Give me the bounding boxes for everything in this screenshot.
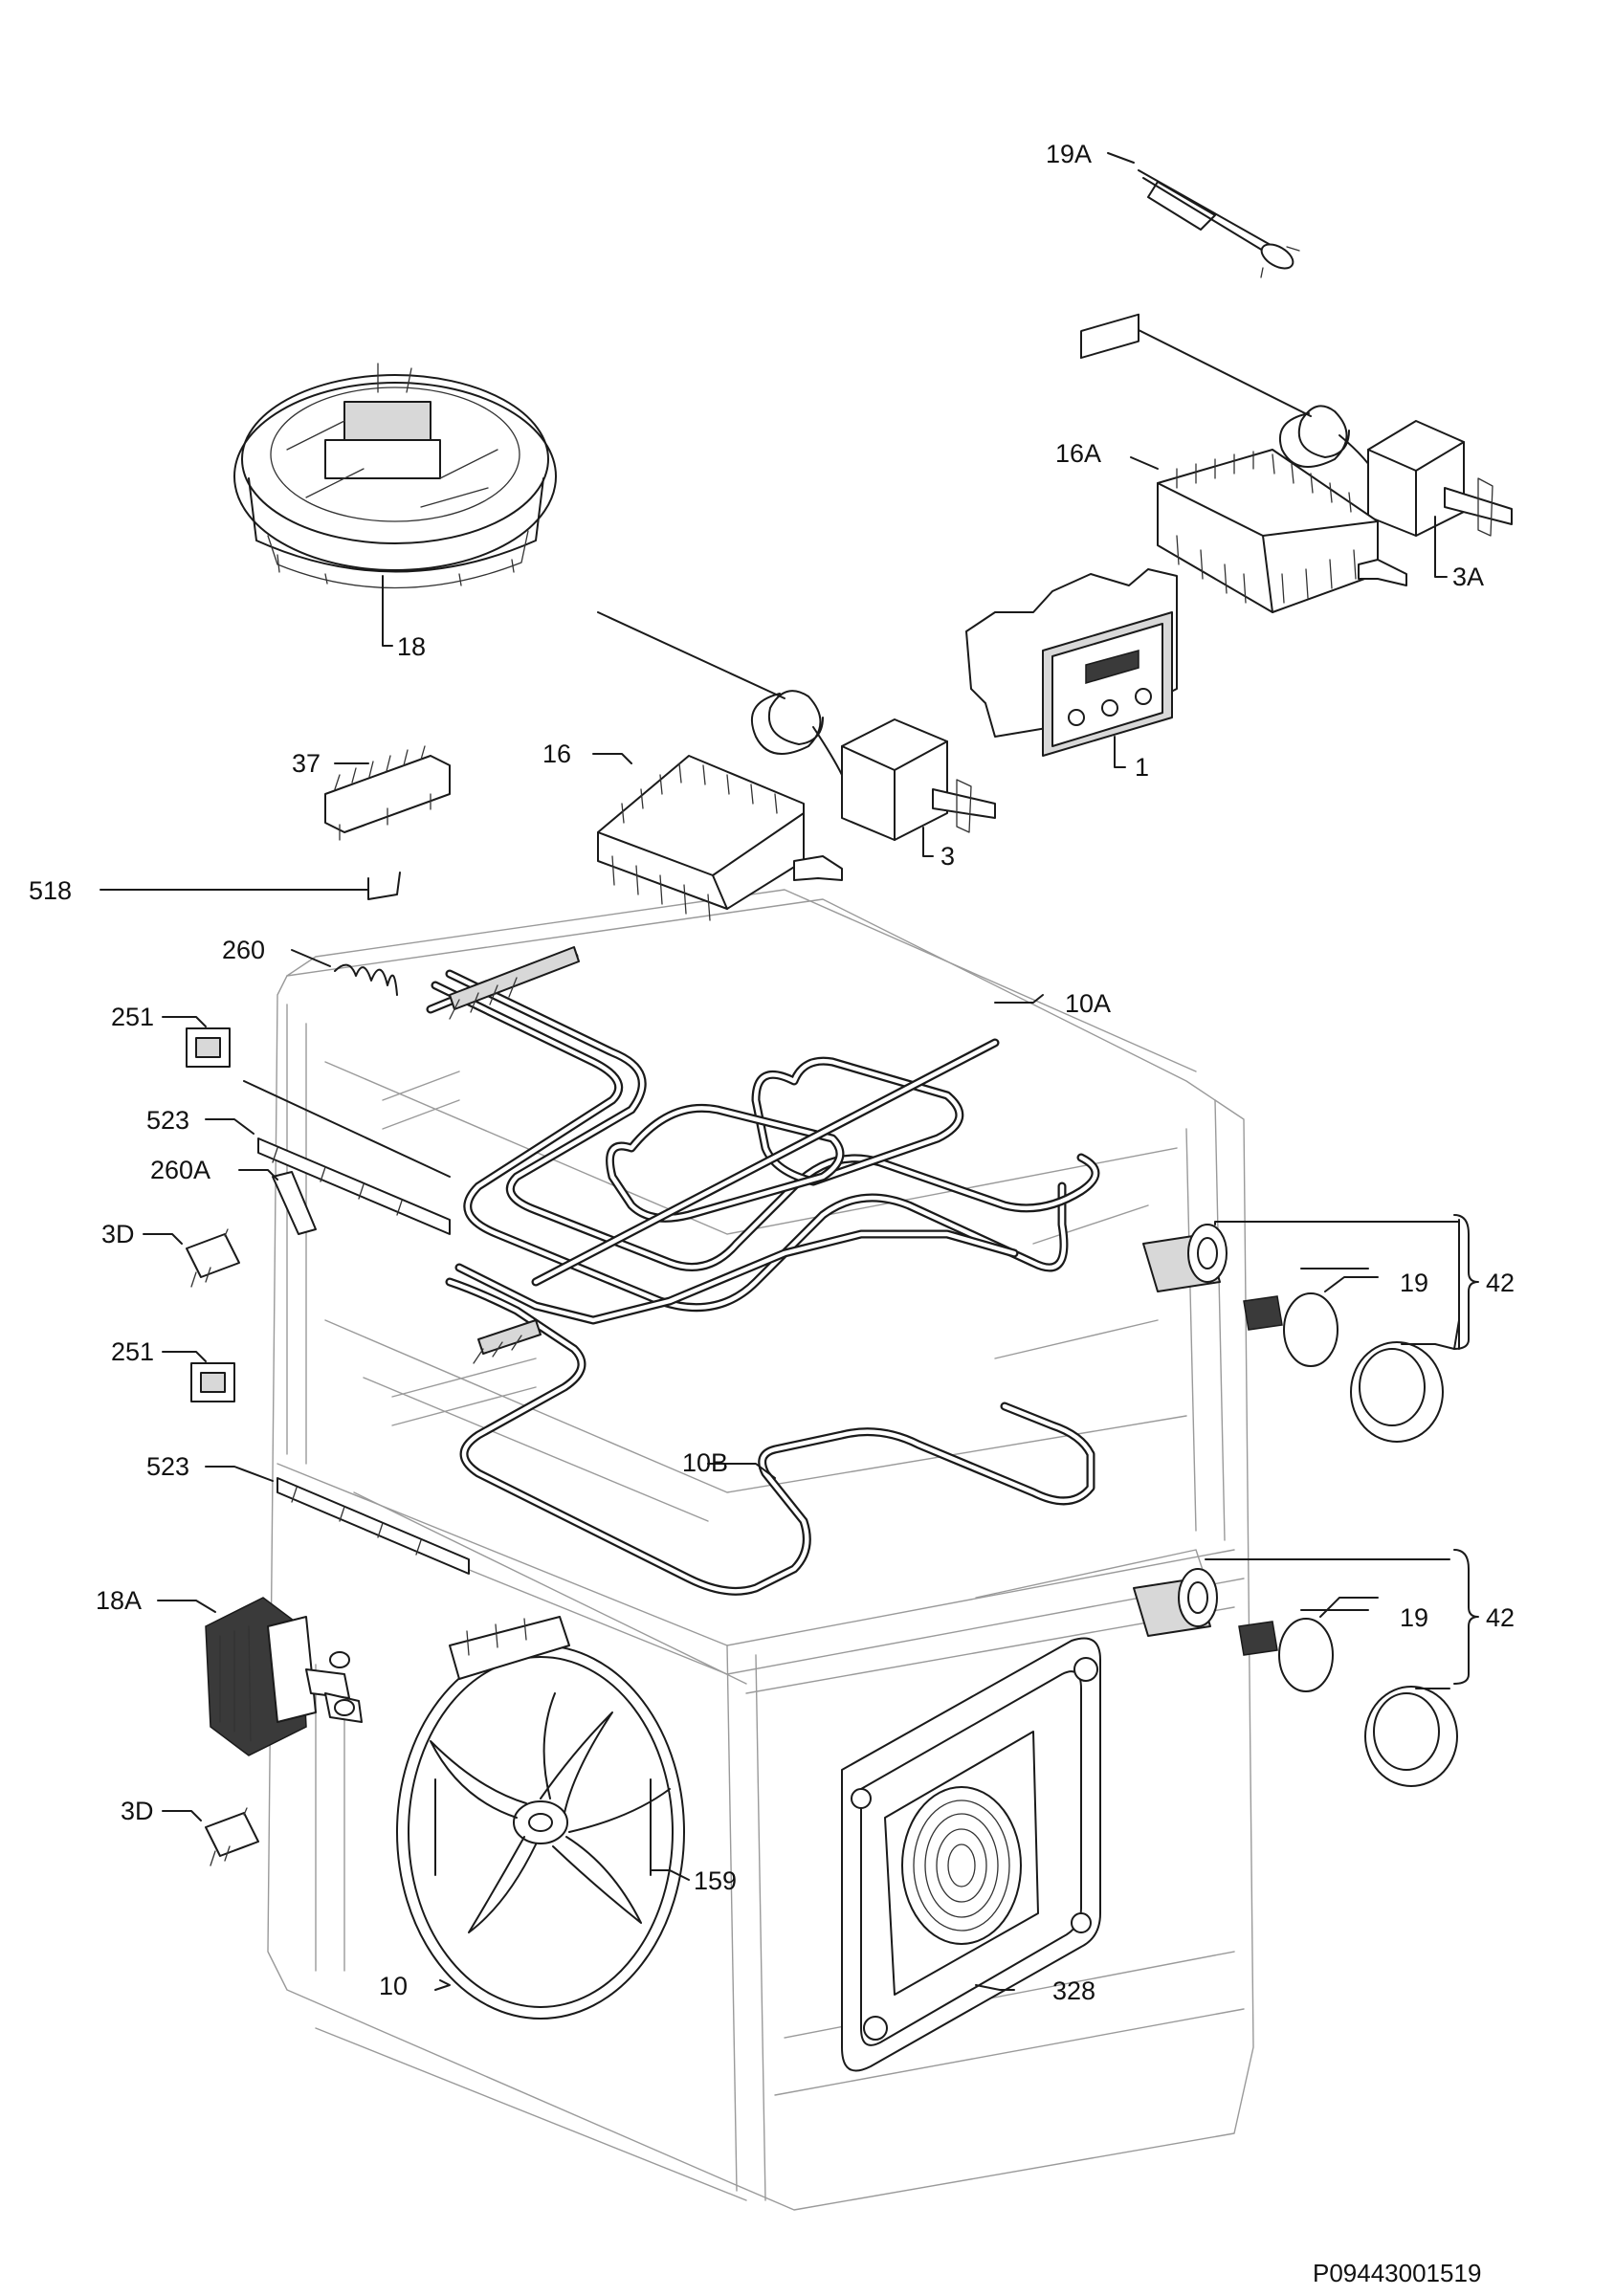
- part-16A-switch: [1157, 449, 1407, 613]
- part-10-fan-assembly: [396, 1616, 690, 2020]
- label-37: 37: [292, 749, 321, 778]
- part-251-bottom: [162, 1351, 235, 1402]
- label-16: 16: [542, 740, 571, 768]
- label-251-top: 251: [111, 1003, 154, 1031]
- part-19A-sensor: [1138, 169, 1300, 278]
- part-3A-thermostat: [1118, 320, 1513, 578]
- part-328-fan-cover: [841, 1637, 1101, 2072]
- part-523-bottom: [205, 1466, 470, 1575]
- label-251-bottom: 251: [111, 1337, 154, 1366]
- part-16-switch: [592, 753, 843, 921]
- label-3A: 3A: [1452, 563, 1484, 591]
- part-1-control-panel: [965, 313, 1178, 768]
- part-42-lamp-bottom: [1133, 1549, 1479, 1787]
- label-1: 1: [1135, 753, 1149, 782]
- part-3D-bottom: [162, 1807, 259, 1866]
- label-3D-top: 3D: [101, 1220, 135, 1248]
- part-251-top: [162, 1016, 231, 1068]
- label-159: 159: [694, 1866, 737, 1895]
- label-10: 10: [379, 1972, 408, 2000]
- part-3D-top: [143, 1228, 240, 1288]
- label-19-top: 19: [1400, 1269, 1428, 1297]
- part-3-thermostat: [597, 611, 996, 857]
- label-523-bottom: 523: [146, 1452, 189, 1481]
- label-42-bottom: 42: [1486, 1603, 1515, 1632]
- label-523-top: 523: [146, 1106, 189, 1135]
- label-18: 18: [397, 632, 426, 661]
- label-18A: 18A: [96, 1586, 142, 1615]
- label-19A: 19A: [1046, 140, 1092, 168]
- part-42-lamp-top: [1142, 1214, 1479, 1443]
- leader-lines: [707, 152, 1369, 1611]
- label-328: 328: [1052, 1976, 1095, 2005]
- label-16A: 16A: [1055, 439, 1101, 468]
- part-labels: 19A 16A 3A 18 1 37 16 3 518 260 251 10A …: [29, 140, 1515, 2005]
- part-10A-grill-element: [426, 946, 1100, 1313]
- part-18-fan-ring: [233, 363, 557, 647]
- label-3D-bottom: 3D: [121, 1797, 154, 1825]
- oven-cavity-outline: [267, 889, 1254, 2211]
- part-37-terminal-block: [324, 745, 451, 841]
- part-10B-lower-element: [445, 1229, 1095, 1596]
- label-42-top: 42: [1486, 1269, 1515, 1297]
- part-18A-motor: [157, 1597, 363, 1756]
- label-10B: 10B: [682, 1448, 728, 1477]
- label-10A: 10A: [1065, 989, 1111, 1018]
- label-3: 3: [940, 842, 955, 871]
- part-518-clip: [100, 872, 401, 900]
- part-523-top: [205, 1080, 451, 1235]
- label-19-bottom: 19: [1400, 1603, 1428, 1632]
- reference-code: P09443001519: [1313, 2259, 1481, 2287]
- part-260A-bracket: [238, 1169, 317, 1235]
- part-260-spring: [291, 949, 398, 996]
- label-260A: 260A: [150, 1156, 210, 1184]
- label-260: 260: [222, 936, 265, 964]
- label-518: 518: [29, 876, 72, 905]
